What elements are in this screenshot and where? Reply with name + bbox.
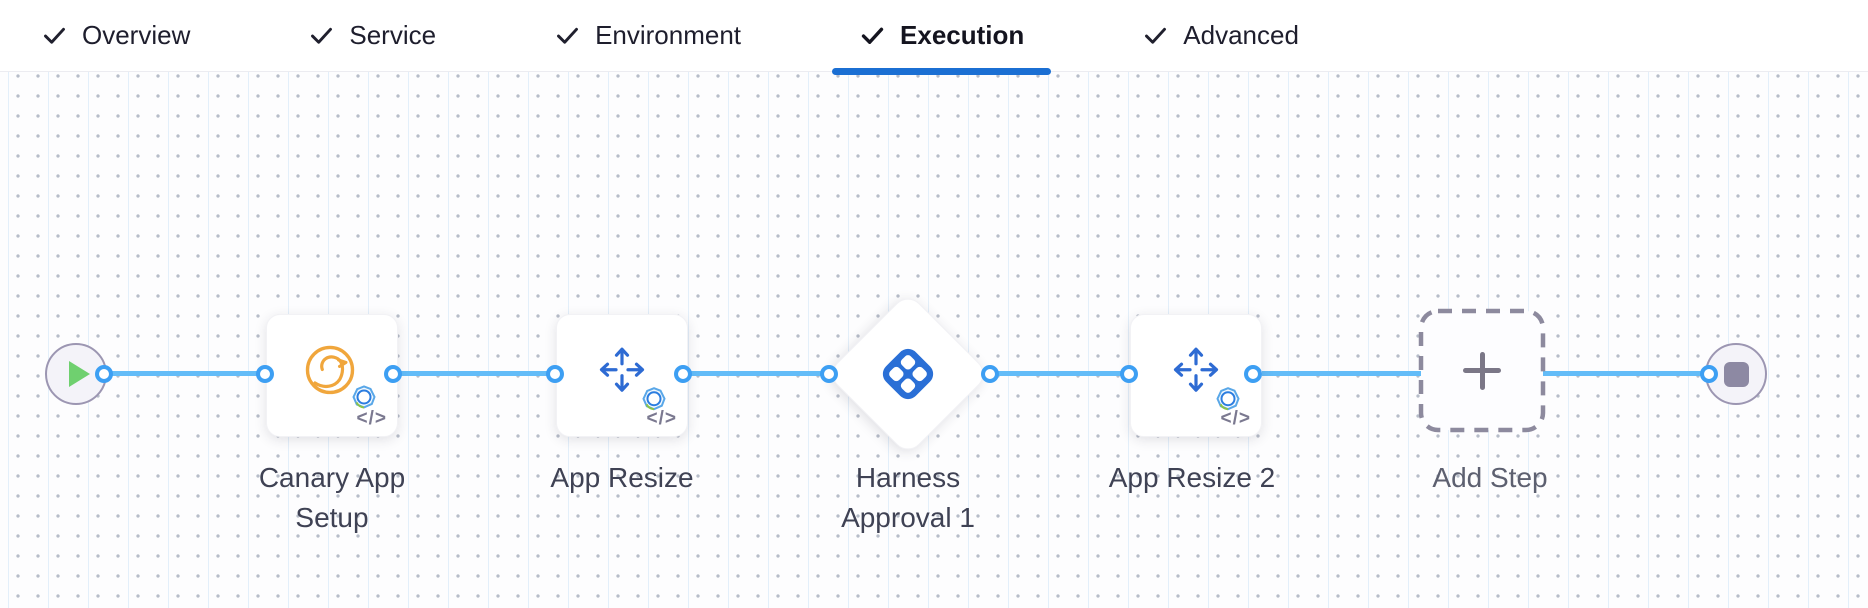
tab-execution[interactable]: Execution — [832, 0, 1052, 75]
check-icon — [1145, 27, 1167, 44]
step-node-canary-app-setup[interactable]: </> — [266, 314, 398, 437]
harness-logo-icon — [882, 348, 934, 400]
check-icon — [861, 27, 884, 44]
gear-badge-icon — [352, 384, 376, 409]
step-label-app-resize-2: App Resize 2 — [1108, 462, 1276, 493]
check-icon — [44, 27, 65, 44]
connector-port[interactable] — [1120, 365, 1138, 383]
connector-port[interactable] — [674, 365, 692, 383]
connector-port[interactable] — [1244, 365, 1262, 383]
config-tabbar: Overview Service Environment Execution A… — [0, 0, 1868, 75]
tab-label: Environment — [595, 20, 742, 50]
connector-line — [990, 371, 1129, 376]
check-icon — [557, 27, 579, 44]
check-icon — [311, 27, 333, 44]
code-icon: </> — [356, 408, 387, 429]
play-icon — [68, 361, 90, 387]
gear-badge-icon — [1216, 386, 1240, 410]
connector-port[interactable] — [256, 365, 274, 383]
connector-port[interactable] — [820, 365, 838, 383]
connector-port[interactable] — [981, 365, 999, 383]
connector-line — [76, 371, 265, 376]
tab-label: Advanced — [1183, 20, 1299, 50]
step-label-app-resize: App Resize — [550, 462, 694, 493]
step-node-app-resize[interactable]: </> — [556, 314, 688, 437]
approval-node-harness-approval-1[interactable] — [825, 291, 991, 457]
step-label-canary-app-setup: Canary App Setup — [258, 462, 406, 533]
code-icon: </> — [1220, 408, 1251, 429]
tab-label: Overview — [82, 20, 191, 50]
step-label-harness-approval-1: Harness Approval 1 — [841, 462, 975, 533]
move-arrows-icon — [599, 347, 645, 392]
tab-overview[interactable]: Overview — [14, 0, 217, 71]
connector-port[interactable] — [384, 365, 402, 383]
code-icon: </> — [646, 408, 677, 429]
connector-line — [683, 371, 829, 376]
gear-badge-icon — [642, 386, 666, 410]
stop-icon — [1723, 361, 1749, 387]
step-node-app-resize-2[interactable]: </> — [1130, 314, 1262, 437]
move-arrows-icon — [1173, 347, 1219, 392]
add-step-label: Add Step — [1432, 462, 1548, 493]
tab-advanced[interactable]: Advanced — [1115, 0, 1326, 71]
tab-label: Service — [349, 20, 437, 50]
active-tab-underline — [832, 68, 1052, 75]
add-step-button[interactable] — [1418, 308, 1546, 433]
pipeline-canvas[interactable]: </> </> — [0, 72, 1868, 608]
tab-environment[interactable]: Environment — [527, 0, 768, 71]
connector-port[interactable] — [1700, 365, 1718, 383]
tab-service[interactable]: Service — [281, 0, 463, 71]
canary-bird-icon — [305, 345, 355, 394]
connector-port[interactable] — [546, 365, 564, 383]
connector-port[interactable] — [95, 365, 113, 383]
plus-icon — [1463, 351, 1501, 390]
connector-line — [393, 371, 555, 376]
tab-label: Execution — [900, 20, 1025, 50]
